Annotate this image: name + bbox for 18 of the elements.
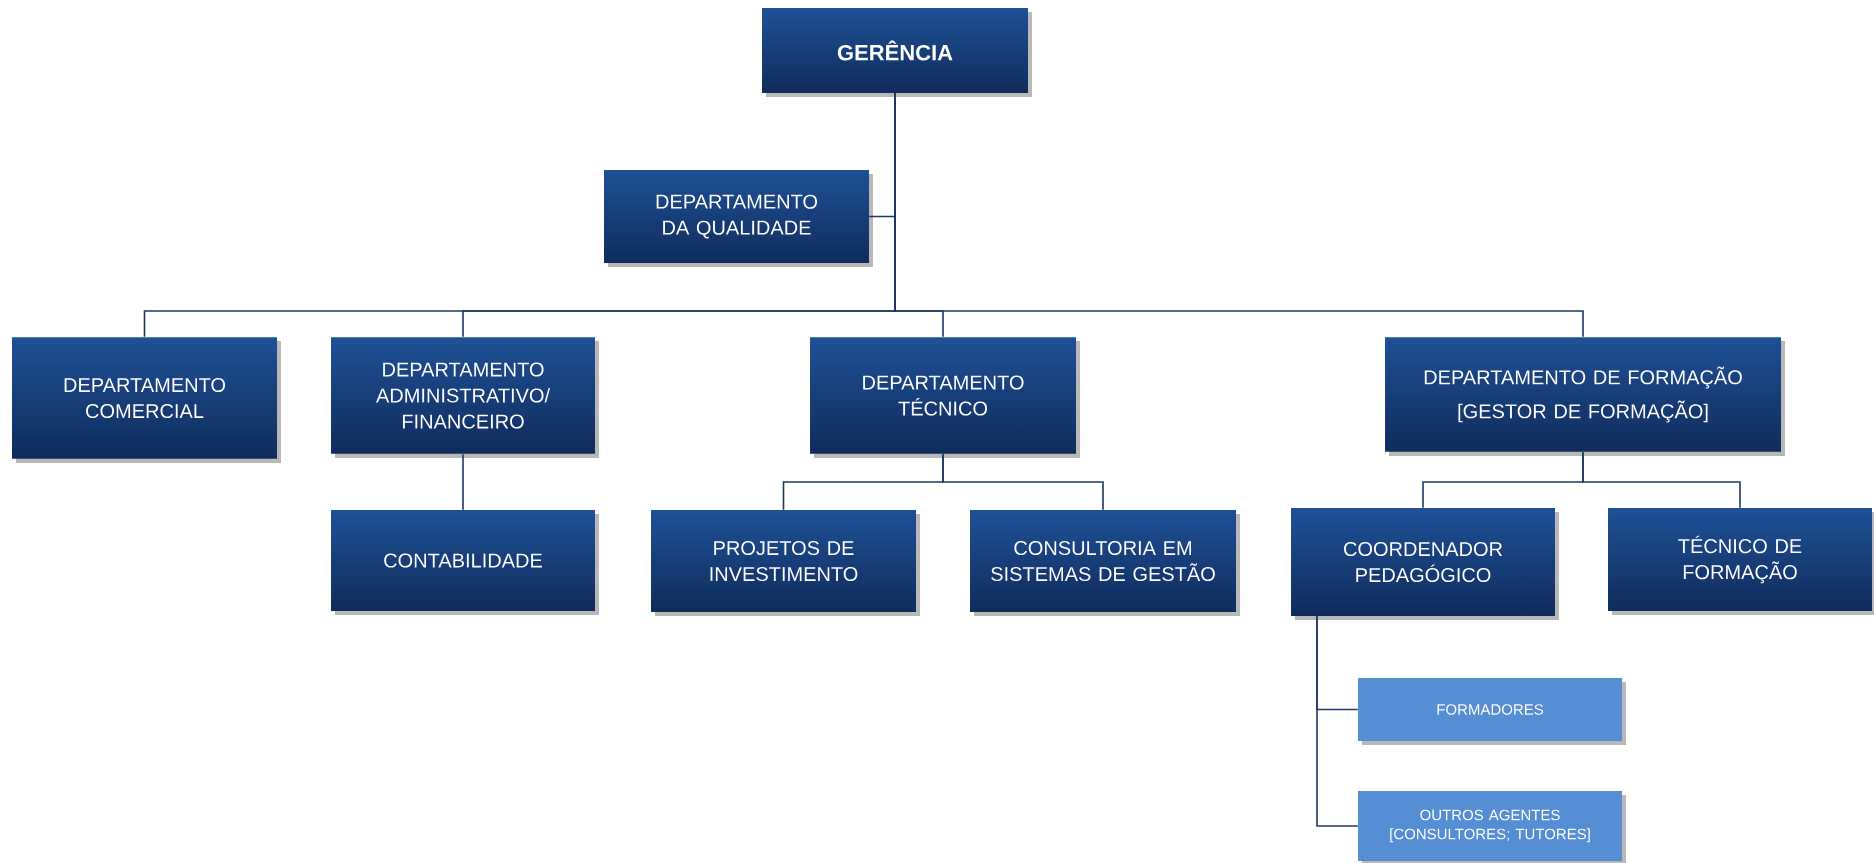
org-box: DEPARTAMENTO DA QUALIDADE (604, 170, 873, 267)
connector-line (1582, 451, 1741, 509)
connector-line (894, 92, 1584, 338)
connector-line (1316, 615, 1359, 827)
org-box: DEPARTAMENTO TÉCNICO (810, 337, 1080, 458)
org-box: COORDENADOR PEDAGÓGICO (1291, 508, 1559, 620)
connector-line (462, 453, 464, 511)
org-box: DEPARTAMENTO COMERCIAL (12, 337, 281, 463)
org-box: FORMADORES (1358, 678, 1626, 745)
org-box: CONSULTORIA EM SISTEMAS DE GESTÃO (970, 510, 1240, 616)
org-box: DEPARTAMENTO ADMINISTRATIVO/ FINANCEIRO (331, 337, 599, 458)
connector-line (942, 453, 1104, 511)
org-box: OUTROS AGENTES [CONSULTORES; TUTORES] (1358, 791, 1626, 863)
org-box: DEPARTAMENTO DE FORMAÇÃO [GESTOR DE FORMAÇÃO] (1385, 337, 1785, 456)
org-box: TÉCNICO DE FORMAÇÃO (1608, 508, 1874, 615)
org-box: GERÊNCIA (762, 8, 1032, 97)
org-box: CONTABILIDADE (331, 510, 599, 615)
org-box: PROJETOS DE INVESTIMENTO (651, 510, 920, 616)
